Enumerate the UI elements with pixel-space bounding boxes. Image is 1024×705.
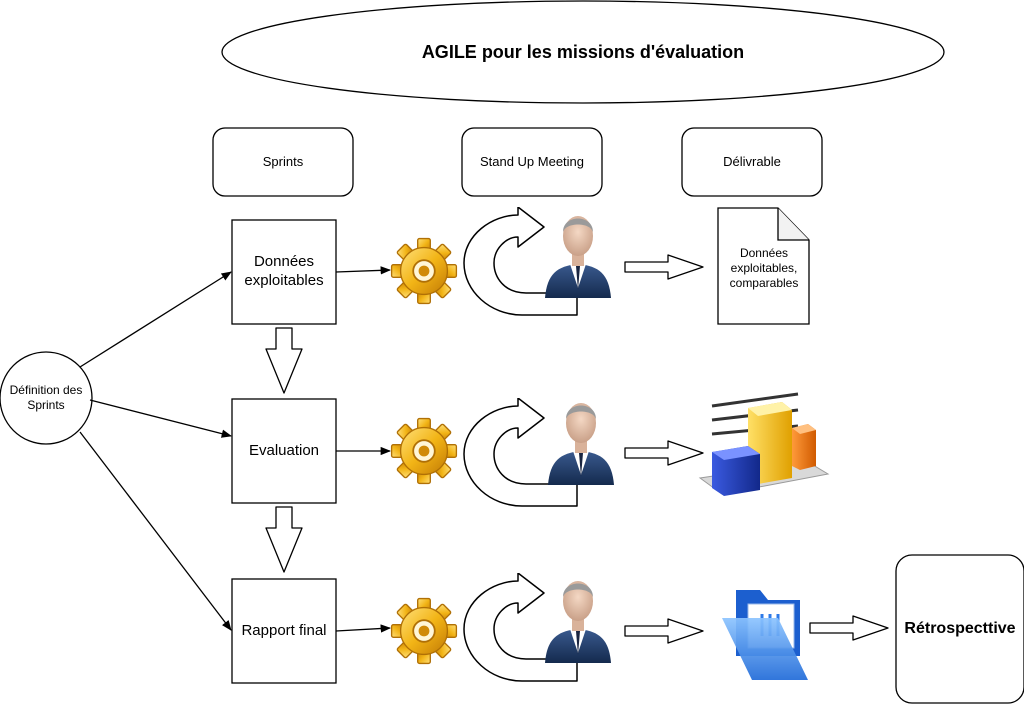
person-icon [548,403,614,485]
person-icon [545,581,611,663]
step-label-rapport: Rapport final [241,621,327,639]
gear-icon [390,417,458,485]
step-box-rapport[interactable] [231,578,337,684]
step-label-evaluation: Evaluation [248,441,320,459]
header-standup-label: Stand Up Meeting [479,153,585,169]
refresh-arrow-icon [463,207,578,316]
diagram-title: AGILE pour les missions d'évaluation [421,41,745,62]
down-arrow-2 [265,506,303,573]
gear-icon [390,237,458,305]
connector-start-rapport [79,431,232,631]
start-node-label: Définition des Sprints [9,383,83,412]
retrospective-label: Rétrospecttive [904,620,1016,637]
start-node[interactable] [0,351,93,445]
retrospective-box[interactable] [895,554,1024,704]
header-deliverable-box[interactable] [681,127,823,197]
refresh-arrow-icon [463,398,578,507]
person-icon [545,216,611,298]
connector-start-donnees [79,271,232,368]
folder-icon [722,590,808,680]
step-label-donnees: Données exploitables [244,253,324,289]
connector-start-evaluation [89,399,233,438]
hollow-arrow-right-icon [624,618,704,644]
down-arrow-1 [265,327,303,394]
connector-step1-gear [335,266,392,275]
gear-icon [390,597,458,665]
header-sprints-box[interactable] [212,127,354,197]
hollow-arrow-right-icon [624,440,704,466]
hollow-arrow-right-icon [624,254,704,280]
header-standup-box[interactable] [461,127,603,197]
hollow-arrow-right-icon [809,615,889,641]
bar-chart-icon [698,392,830,496]
header-deliverable-label: Délivrable [723,153,781,169]
header-sprints-label: Sprints [262,153,304,169]
refresh-arrow-icon [463,573,578,682]
document-fold [777,208,809,241]
connector-step3-gear [335,624,392,633]
title-ellipse[interactable] [221,0,945,104]
step-box-evaluation[interactable] [231,398,337,504]
document-text: Données exploitables, comparables [729,245,799,290]
